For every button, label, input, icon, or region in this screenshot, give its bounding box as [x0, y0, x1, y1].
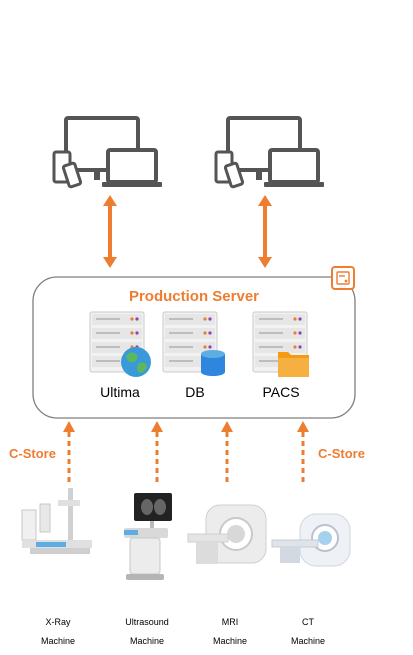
- machine-label-ct-line2: Machine: [290, 636, 326, 646]
- production-server-title: Production Server: [128, 288, 260, 305]
- machine-label-ultrasound: Ultrasound Machine: [107, 613, 187, 651]
- cstore-arrow-mri: [221, 421, 233, 482]
- server-badge-icon: [331, 266, 355, 290]
- cstore-arrow-ultrasound: [151, 421, 163, 482]
- machine-label-xray-line1: X-Ray: [45, 617, 71, 627]
- workstation-right: [214, 116, 326, 190]
- cstore-label-right: C-Store: [318, 446, 365, 461]
- machine-label-xray-line2: Machine: [40, 636, 76, 646]
- machine-label-ultrasound-line1: Ultrasound: [125, 617, 169, 627]
- arrow-left-bidirectional: [103, 195, 117, 268]
- server-label-pacs: PACS: [262, 384, 300, 400]
- machine-label-ct-line1: CT: [302, 617, 314, 627]
- folder-icon: [278, 352, 309, 377]
- globe-icon: [121, 347, 151, 377]
- arrow-right-bidirectional: [258, 195, 272, 268]
- machine-label-ultrasound-line2: Machine: [129, 636, 165, 646]
- cstore-arrow-xray: [63, 421, 75, 482]
- machine-label-mri: MRI Machine: [190, 613, 270, 651]
- ct-machine-image: [271, 513, 351, 567]
- machine-label-mri-line2: Machine: [212, 636, 248, 646]
- database-icon: [201, 350, 225, 376]
- cstore-arrow-ct: [297, 421, 309, 482]
- server-label-ultima: Ultima: [100, 384, 140, 400]
- ultrasound-machine-image: [124, 493, 172, 580]
- machine-label-mri-line1: MRI: [221, 617, 239, 627]
- workstation-left: [52, 116, 164, 190]
- cstore-label-left: C-Store: [9, 446, 56, 461]
- xray-machine-image: [21, 488, 92, 554]
- mri-machine-image: [187, 504, 267, 564]
- server-label-db: DB: [185, 384, 205, 400]
- machine-label-ct: CT Machine: [268, 613, 348, 651]
- machine-label-xray: X-Ray Machine: [18, 613, 98, 651]
